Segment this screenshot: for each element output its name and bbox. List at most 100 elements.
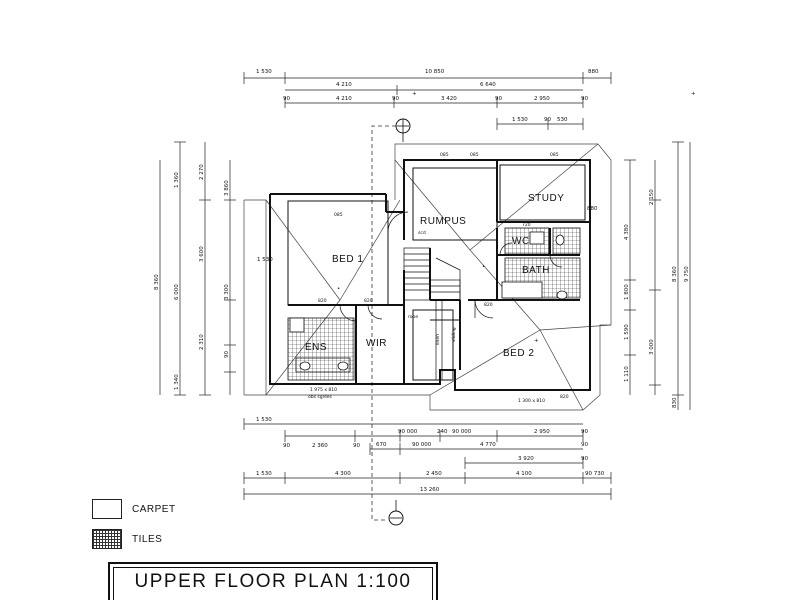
dim-bot-16: 1 530 [256, 471, 272, 477]
section-line [371, 125, 403, 521]
dim-top-9: 3 420 [441, 96, 457, 102]
crosshair-mark: + [691, 91, 696, 97]
dim-right-2: 2 150 [649, 189, 655, 205]
dim-top-3: 880 [588, 69, 599, 75]
dim-left-7: 3 300 [224, 284, 230, 300]
dim-bot-5: 90 000 [398, 429, 418, 435]
dim-left-6: 3 600 [199, 246, 205, 262]
dim-bot-7: 90 000 [452, 429, 472, 435]
top-dimensions [243, 72, 612, 130]
crosshair-mark-2: + [412, 91, 417, 97]
inner-walls-thin [287, 164, 586, 381]
dim-bot-8: 2 950 [534, 429, 550, 435]
page-title: UPPER FLOOR PLAN 1:100 [134, 571, 412, 592]
smoke-detector-mark-2: • [337, 286, 340, 292]
dim-top-6: 90 [283, 96, 290, 102]
dim-left-5: 6 000 [174, 284, 180, 300]
legend-label-carpet: CARPET [132, 503, 176, 515]
dim-top-13: 1 530 [512, 117, 528, 123]
room-label-wc: WC [512, 236, 530, 247]
bed2-crosshair: + [534, 338, 539, 344]
legend-item-carpet: CARPET [92, 494, 176, 524]
dim-left-11: 1 530 [257, 257, 273, 263]
dim-right-4: 9 750 [684, 266, 690, 282]
bed2-door-label: 820 [560, 394, 569, 400]
dim-bot-2: 90 [283, 443, 290, 449]
legend-item-tiles: TILES [92, 524, 176, 554]
dim-top-15: 530 [557, 117, 568, 123]
dim-bot-1: 1 530 [256, 417, 272, 423]
room-label-rumpus: RUMPUS [420, 216, 466, 227]
dim-right-3: 8 360 [672, 266, 678, 282]
dim-bot-14: 3 920 [518, 456, 534, 462]
dim-left-10: 1 340 [174, 374, 180, 390]
rumpus-window-label-2: 085 [470, 152, 479, 158]
bed1-door-label-2: 820 [364, 298, 373, 304]
dim-right-10: 880 [587, 206, 598, 212]
section-marker-bottom [388, 500, 404, 526]
dim-top-11: 2 950 [534, 96, 550, 102]
scd-label: scd [418, 230, 426, 236]
dim-left-2: 2 270 [199, 164, 205, 180]
room-label-bed2: BED 2 [503, 348, 534, 359]
bed1-door-label: 820 [318, 298, 327, 304]
dim-top-12: 90 [581, 96, 588, 102]
dim-bot-17: 4 300 [335, 471, 351, 477]
dim-right-9: 830 [672, 397, 678, 408]
title-box: UPPER FLOOR PLAN 1:100 [108, 562, 438, 600]
dim-bot-6: 240 [437, 429, 448, 435]
dim-top-2: 10 850 [425, 69, 445, 75]
room-label-bed1: BED 1 [332, 254, 363, 265]
dim-bot-15: 90 [581, 456, 588, 462]
dim-bot-3: 2 360 [312, 443, 328, 449]
dim-left-3: 3 860 [224, 180, 230, 196]
dim-bot-12: 4 770 [480, 442, 496, 448]
wc-door-label: 720 [522, 222, 531, 228]
dim-bot-4: 90 [353, 443, 360, 449]
robe-label: robe [408, 314, 418, 320]
dim-top-7: 4 210 [336, 96, 352, 102]
left-dimensions [159, 141, 236, 396]
tiles-swatch [92, 529, 122, 549]
dim-right-5: 1 800 [624, 284, 630, 300]
bottom-dimensions [243, 418, 612, 500]
dim-top-10: 90 [495, 96, 502, 102]
dim-left-8: 2 310 [199, 334, 205, 350]
fixtures [289, 231, 568, 373]
dim-left-1: 1 360 [174, 172, 180, 188]
dim-bot-19: 4 100 [516, 471, 532, 477]
room-label-ens: ENS [305, 342, 327, 353]
roof-eaves-outline [243, 143, 612, 411]
dim-left-4: 8 360 [154, 274, 160, 290]
dim-top-14: 90 [544, 117, 551, 123]
dim-top-5: 6 640 [480, 82, 496, 88]
study-window-label: 085 [550, 152, 559, 158]
legend-label-tiles: TILES [132, 533, 163, 545]
dim-bot-9: 90 [581, 429, 588, 435]
legend: CARPET TILES [92, 494, 176, 554]
dim-right-1: 4 380 [624, 224, 630, 240]
carpet-swatch [92, 499, 122, 519]
dim-bot-13: 90 [581, 442, 588, 448]
dim-bot-11: 90 000 [412, 442, 432, 448]
rumpus-window-label-1: 085 [440, 152, 449, 158]
ens-window-label: 1 975 x 810 [310, 387, 337, 393]
dim-right-7: 3 000 [649, 339, 655, 355]
section-marker-top [395, 118, 411, 142]
dim-bot-20: 90 730 [585, 471, 605, 477]
dim-top-1: 1 530 [256, 69, 272, 75]
ens-slider-label: obs sgldes [308, 394, 332, 400]
sliding-label: sliding [451, 327, 457, 342]
door-swings [339, 211, 563, 322]
dim-bot-21: 13 260 [420, 487, 440, 493]
bath-door-label: 820 [484, 302, 493, 308]
staircase [403, 247, 461, 380]
dim-right-8: 1 110 [624, 366, 630, 382]
dim-bot-18: 2 450 [426, 471, 442, 477]
smoke-detector-mark: • [482, 264, 485, 270]
dim-left-9: 90 [224, 351, 230, 358]
bed2-window-label: 1 300 x 810 [518, 398, 545, 404]
bed1-window-label: 085 [334, 212, 343, 218]
dim-bot-10: 670 [376, 442, 387, 448]
